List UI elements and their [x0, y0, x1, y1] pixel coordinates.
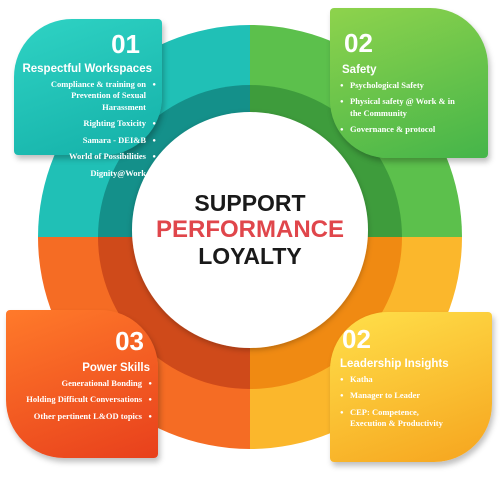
list-item: Compliance & training on Prevention of S…	[26, 79, 156, 113]
list-item: Other pertinent L&OD topics	[7, 411, 152, 424]
list-item: Generational Bonding	[7, 378, 152, 391]
card-number: 02	[344, 28, 373, 58]
list-item: Katha	[340, 374, 450, 387]
center-line-1: SUPPORT	[194, 190, 306, 216]
list-item: CEP: Competence, Execution & Productivit…	[340, 407, 450, 430]
list-item: Manager to Leader	[340, 390, 450, 403]
center-line-3: LOYALTY	[198, 243, 302, 269]
card-item-list: Compliance & training on Prevention of S…	[26, 79, 156, 184]
list-item: Psychological Safety	[340, 80, 460, 93]
list-item: Physical safety @ Work & in the Communit…	[340, 96, 460, 119]
card-number: 01	[111, 29, 140, 59]
card-item-list: Generational Bonding Holding Difficult C…	[7, 378, 152, 427]
center-line-2: PERFORMANCE	[155, 216, 344, 243]
card-title: Leadership Insights	[340, 358, 449, 370]
card-leadership-insights: 02 Leadership Insights Katha Manager to …	[330, 312, 492, 462]
list-item: Righting Toxicity	[26, 118, 156, 131]
list-item: Samara - DEI&B	[26, 135, 156, 148]
card-number: 02	[342, 324, 371, 354]
center-hub	[132, 112, 368, 348]
list-item: Governance & protocol	[340, 124, 460, 137]
list-item: World of Possibilities	[26, 151, 156, 164]
list-item: Dignity@Work	[26, 168, 156, 181]
card-item-list: Katha Manager to Leader CEP: Competence,…	[340, 374, 450, 435]
card-number: 03	[115, 326, 144, 356]
card-title: Respectful Workspaces	[22, 63, 152, 75]
card-safety: 02 Safety Psychological Safety Physical …	[330, 8, 488, 158]
card-title: Power Skills	[82, 362, 150, 374]
card-respectful-workspaces: 01 Respectful Workspaces Compliance & tr…	[14, 19, 162, 180]
card-item-list: Psychological Safety Physical safety @ W…	[340, 80, 460, 141]
card-title: Safety	[342, 64, 377, 76]
list-item: Holding Difficult Conversations	[7, 394, 152, 407]
card-power-skills: 03 Power Skills Generational Bonding Hol…	[6, 310, 158, 458]
